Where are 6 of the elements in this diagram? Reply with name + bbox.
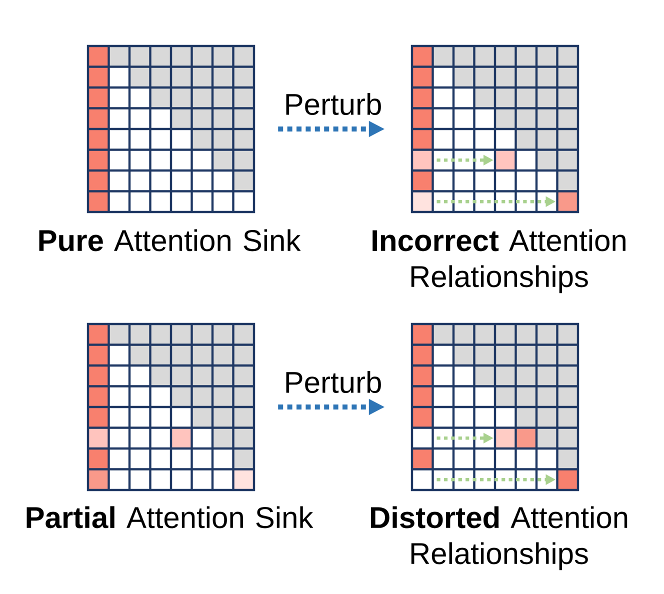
edge-label: Perturb — [286, 92, 381, 116]
matrix-label: Partial Attention Sink — [26, 506, 314, 528]
matrix-label: Distorted Attention Relationships — [370, 506, 628, 570]
edge-label: Perturb — [286, 370, 381, 394]
matrix-label: Pure Attention Sink — [39, 229, 301, 252]
matrix-label: Incorrect Attention Relationships — [372, 229, 626, 294]
